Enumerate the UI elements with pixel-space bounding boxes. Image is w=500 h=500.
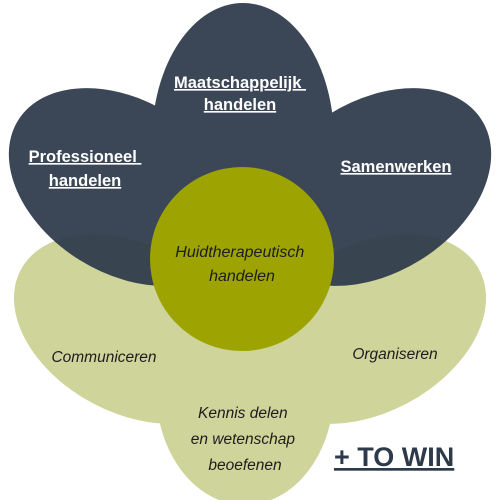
svg-text:Kennis delen en wetenschap: Kennis delen en wetenschap beoefenen: [191, 405, 300, 474]
svg-text:Huidtherapeutisch handelen: Huidtherapeutisch handelen: [175, 244, 308, 285]
kennis-label-line2: en wetenschap: [191, 431, 296, 448]
center-label-line1: Huidtherapeutisch: [175, 244, 304, 261]
svg-text:Maatschappelijk handelen: Maatschappelijk handelen: [174, 74, 306, 114]
kennis-label-line3: beoefenen: [208, 457, 281, 474]
professioneel-label-line1: Professioneel: [29, 148, 137, 166]
maatschappelijk-label-line1: Maatschappelijk: [174, 74, 302, 92]
svg-text:Samenwerken: Samenwerken: [341, 158, 452, 176]
svg-text:Organiseren: Organiseren: [352, 346, 437, 363]
kennis-label-line1: Kennis delen: [198, 405, 288, 422]
svg-text:+ TO WIN: + TO WIN: [334, 442, 454, 472]
samenwerken-label: Samenwerken: [341, 158, 452, 176]
communiceren-label: Communiceren: [51, 349, 156, 366]
svg-text:Communiceren: Communiceren: [51, 349, 156, 366]
professioneel-label-line2: handelen: [49, 172, 121, 190]
organiseren-label: Organiseren: [352, 346, 437, 363]
to-win-label: + TO WIN: [334, 442, 454, 472]
maatschappelijk-label-line2: handelen: [204, 96, 276, 114]
svg-text:Professioneel handelen: Professioneel handelen: [29, 148, 142, 190]
center-label-line2: handelen: [209, 268, 275, 285]
center-circle: [150, 167, 334, 351]
